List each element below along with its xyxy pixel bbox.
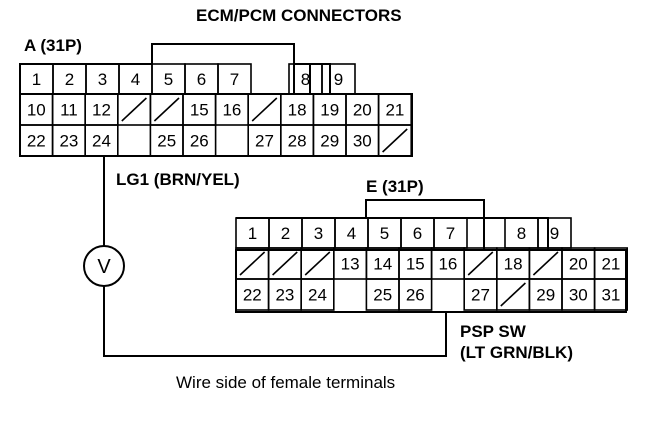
conn-e-r1-2-number: 3 — [314, 224, 323, 243]
conn-a-r3-9-number: 29 — [320, 132, 339, 151]
conn-a-r3-5-number: 26 — [190, 132, 209, 151]
conn-e-r2-7-blank-slash — [467, 251, 494, 276]
voltmeter-symbol: V — [97, 256, 111, 278]
conn-e-r1-6-number: 7 — [446, 224, 455, 243]
conn-a-r2-0-number: 10 — [27, 101, 46, 120]
conn-e-r3-8-blank-slash — [500, 282, 526, 307]
conn-e-r3-10-number: 30 — [569, 286, 588, 305]
conn-e-r3-5-cell — [398, 278, 433, 311]
conn-a-r2-1-number: 11 — [60, 101, 78, 120]
conn-a-r1-9-number: 9 — [334, 70, 343, 89]
conn-e-r1-1-number: 2 — [281, 224, 290, 243]
conn-e-r3-2-cell — [300, 278, 335, 311]
conn-a-r3-1-number: 23 — [59, 132, 78, 151]
conn-a-r1-1-number: 2 — [65, 70, 74, 89]
conn-a-r3-2-cell — [84, 124, 119, 157]
conn-a-r1-2-number: 3 — [98, 70, 107, 89]
conn-a-r2-8-number: 18 — [288, 101, 307, 120]
conn-e-r2-3-number: 13 — [341, 255, 360, 274]
conn-a-r3-5-cell — [182, 124, 217, 157]
conn-e-r1-3-number: 4 — [347, 224, 356, 243]
conn-e-r1-4-number: 5 — [380, 224, 389, 243]
wire-e-label-line1: PSP SW — [460, 322, 526, 341]
conn-a-r3-11-blank-slash — [382, 128, 408, 153]
conn-e-r2-1-blank-slash — [272, 251, 298, 276]
conn-a-r3-7-number: 27 — [255, 132, 274, 151]
conn-a-r1-4-number: 5 — [164, 70, 173, 89]
conn-e-r3-11-number: 31 — [601, 286, 620, 305]
conn-a-r1-5-number: 6 — [197, 70, 206, 89]
wire-a-label: LG1 (BRN/YEL) — [116, 170, 240, 189]
conn-e-r2-10-number: 20 — [569, 255, 588, 274]
conn-a-r1-0-number: 1 — [32, 70, 41, 89]
conn-a-r2-4-blank-slash — [153, 97, 180, 122]
conn-e-r3-2-number: 24 — [308, 286, 327, 305]
conn-a-r2-7-blank-slash — [251, 97, 278, 122]
conn-e-r3-1-number: 23 — [275, 286, 294, 305]
conn-e-r1-5-number: 6 — [413, 224, 422, 243]
conn-a-r2-5-number: 15 — [190, 101, 209, 120]
conn-e-r2-8-number: 18 — [504, 255, 523, 274]
caption: Wire side of female terminals — [176, 373, 396, 392]
conn-e-r2-11-number: 21 — [601, 255, 620, 274]
conn-e-r2-4-number: 14 — [373, 255, 392, 274]
diagram-title: ECM/PCM CONNECTORS — [196, 6, 402, 25]
conn-e-r3-11-cell — [593, 278, 628, 311]
connector-a-label: A (31P) — [24, 36, 82, 55]
conn-a-r2-9-number: 19 — [320, 101, 339, 120]
conn-a-r3-0-number: 22 — [27, 132, 46, 151]
conn-e-r1-0-number: 1 — [248, 224, 257, 243]
conn-e-r1-9-number: 9 — [550, 224, 559, 243]
conn-e-r3-9-number: 29 — [536, 286, 555, 305]
conn-e-r3-7-number: 27 — [471, 286, 490, 305]
conn-a-r1-6-number: 7 — [230, 70, 239, 89]
conn-e-r3-4-number: 25 — [373, 286, 392, 305]
conn-a-r2-11-number: 21 — [385, 101, 404, 120]
conn-e-r2-5-number: 15 — [406, 255, 425, 274]
conn-e-r2-2-blank-slash — [304, 251, 331, 276]
connector-e-label: E (31P) — [366, 177, 424, 196]
conn-a-r2-6-number: 16 — [222, 101, 241, 120]
conn-a-r1-3-number: 4 — [131, 70, 140, 89]
wire-meter-to-e — [103, 286, 447, 357]
conn-a-r1-8-number: 8 — [301, 70, 310, 89]
conn-a-r3-10-number: 30 — [353, 132, 372, 151]
conn-a-r2-2-number: 12 — [92, 101, 111, 120]
conn-a-r3-4-number: 25 — [157, 132, 176, 151]
conn-e-r3-5-number: 26 — [406, 286, 425, 305]
conn-e-r1-8-number: 8 — [517, 224, 526, 243]
conn-e-r2-9-blank-slash — [532, 251, 559, 276]
conn-e-r2-6-number: 16 — [438, 255, 457, 274]
wire-e-label-line2: (LT GRN/BLK) — [460, 343, 573, 362]
conn-e-r3-0-number: 22 — [243, 286, 262, 305]
conn-e-r2-0-blank-slash — [239, 251, 266, 276]
conn-a-r3-2-number: 24 — [92, 132, 111, 151]
conn-a-r3-11-cell — [377, 124, 413, 157]
conn-a-r2-10-number: 20 — [353, 101, 372, 120]
conn-a-r2-3-blank-slash — [121, 97, 147, 122]
conn-a-r3-8-number: 28 — [288, 132, 307, 151]
